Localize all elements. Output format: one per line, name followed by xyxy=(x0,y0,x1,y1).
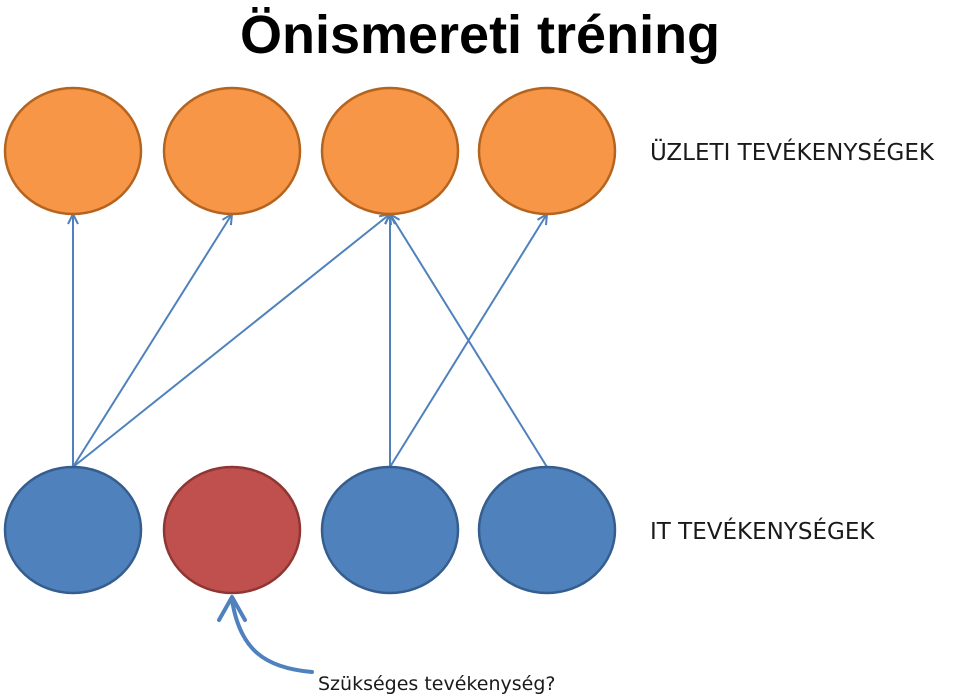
it-row-label: IT TEVÉKENYSÉGEK xyxy=(650,517,875,545)
it-activity-node-1 xyxy=(3,465,143,595)
it-activity-node-3 xyxy=(320,465,460,595)
business-activity-node-3 xyxy=(320,86,460,216)
business-activities-row xyxy=(3,86,617,216)
missing-it-activity-node xyxy=(162,465,302,595)
it-activity-node-4 xyxy=(477,465,617,595)
business-activity-node-4 xyxy=(477,86,617,216)
question-label: Szükséges tevékenység? xyxy=(318,673,555,695)
business-activity-node-2 xyxy=(162,86,302,216)
page-title: Önismereti tréning xyxy=(239,5,721,65)
it-activities-row xyxy=(3,465,617,595)
question-arrow-head xyxy=(217,595,247,622)
link-arrow-i1-b3 xyxy=(72,214,390,468)
link-arrow-i1-b2 xyxy=(72,214,232,468)
link-arrow-i4-b3 xyxy=(390,214,548,468)
links-layer xyxy=(72,214,548,468)
business-row-label: ÜZLETI TEVÉKENYSÉGEK xyxy=(650,138,935,166)
question-arrow xyxy=(230,598,314,674)
business-activity-node-1 xyxy=(3,86,143,216)
